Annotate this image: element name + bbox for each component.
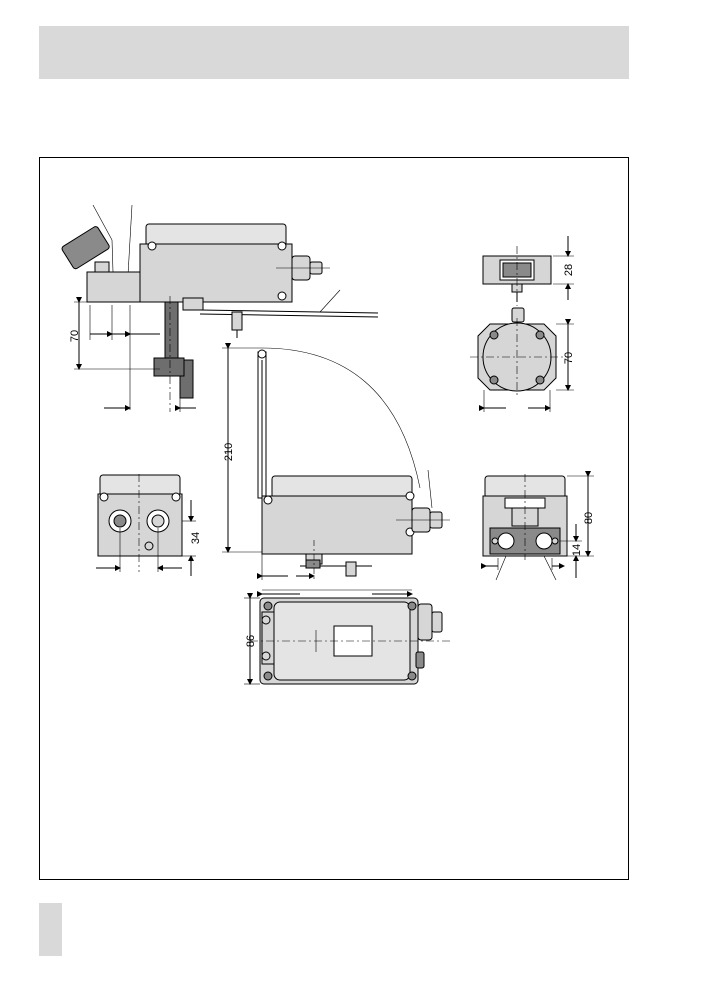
top-view-small bbox=[482, 236, 574, 306]
flange-view bbox=[470, 307, 574, 412]
top-view bbox=[244, 589, 452, 685]
drawing-frame bbox=[39, 157, 629, 880]
dim-34: 34 bbox=[190, 532, 202, 544]
dim-86: 86 bbox=[245, 635, 257, 647]
dim-210: 210 bbox=[223, 443, 235, 461]
main-side-view bbox=[222, 343, 450, 582]
dim-70-right: 70 bbox=[563, 352, 575, 364]
dim-80: 80 bbox=[583, 512, 595, 524]
page-corner-tab bbox=[39, 903, 62, 956]
side-view-mounted bbox=[61, 204, 379, 412]
dim-28: 28 bbox=[563, 264, 575, 276]
header-band bbox=[39, 26, 629, 79]
front-view bbox=[96, 474, 196, 576]
dim-14: 14 bbox=[571, 544, 583, 556]
rear-view bbox=[481, 471, 594, 581]
dim-70-left: 70 bbox=[69, 330, 81, 342]
